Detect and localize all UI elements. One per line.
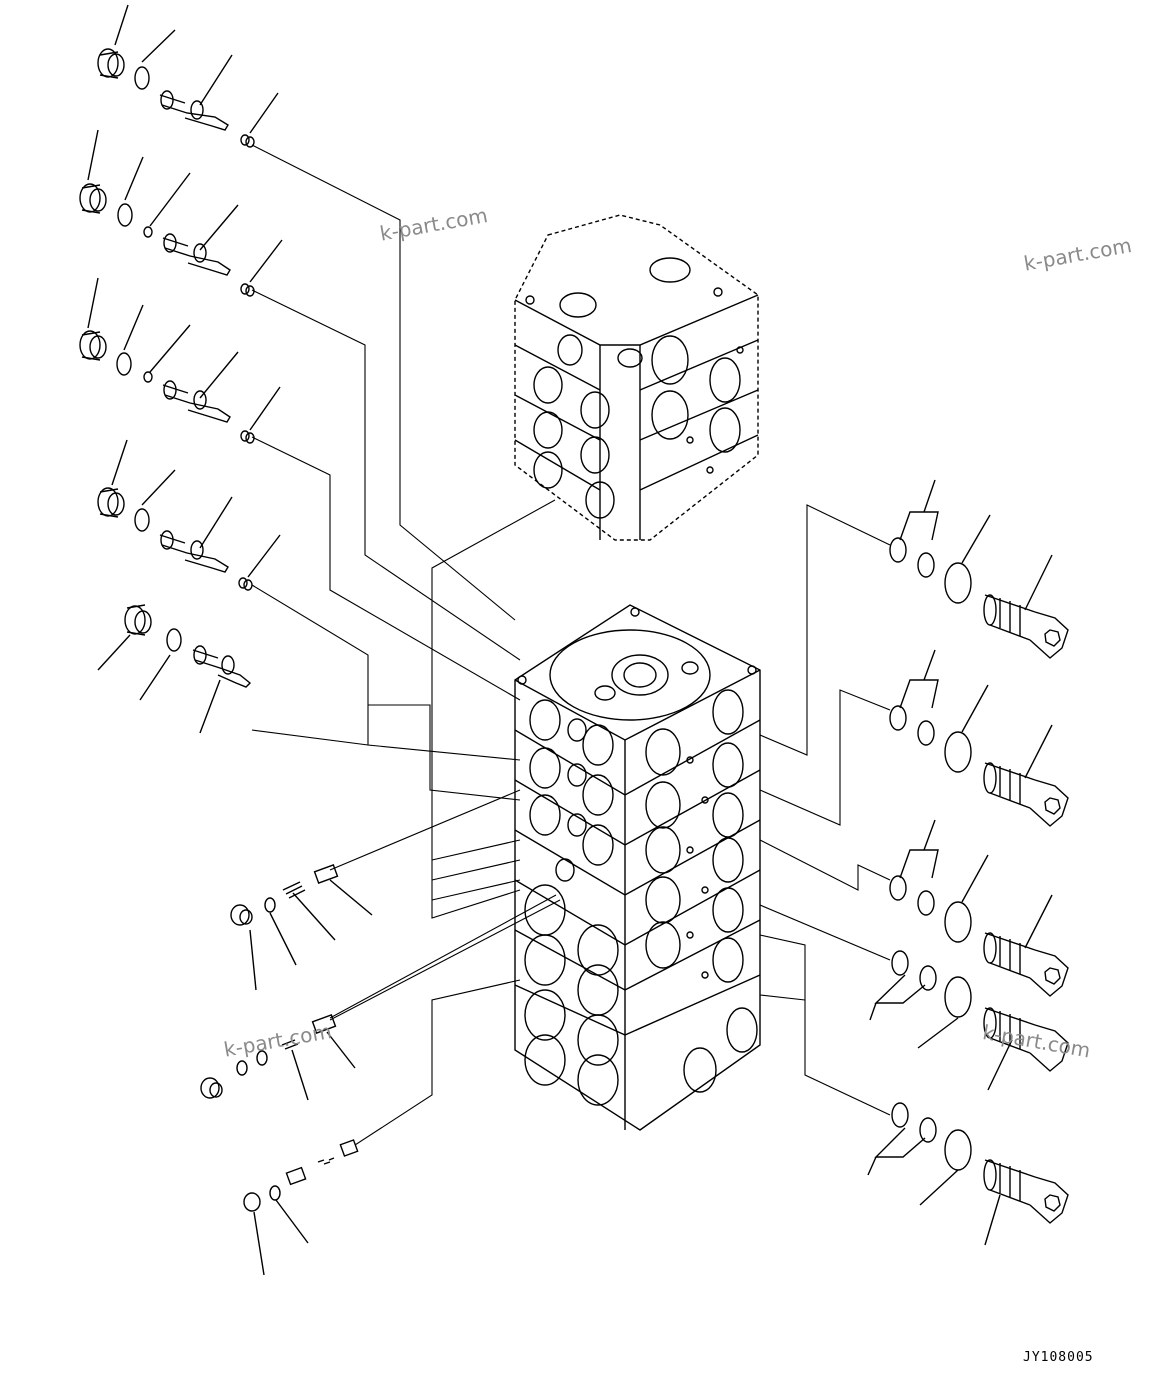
valve-block-upper	[515, 215, 758, 540]
spool-row-3	[80, 278, 280, 443]
leader-lines	[252, 145, 890, 1145]
relief-valve-1	[890, 480, 1068, 658]
relief-valve-5	[868, 1103, 1068, 1245]
valve-block-main	[515, 605, 760, 1130]
spool-assembly-group	[80, 5, 282, 733]
relief-valve-group	[868, 480, 1068, 1245]
spool-row-4	[98, 440, 280, 590]
relief-valve-3	[890, 820, 1068, 996]
drawing-code: JY108005	[1023, 1350, 1094, 1365]
spool-row-1	[98, 5, 278, 147]
relief-valve-2	[890, 650, 1068, 826]
relief-valve-4	[870, 951, 1068, 1090]
check-valve-group	[201, 865, 372, 1275]
spool-row-2	[80, 130, 282, 296]
spool-row-5	[98, 605, 250, 733]
